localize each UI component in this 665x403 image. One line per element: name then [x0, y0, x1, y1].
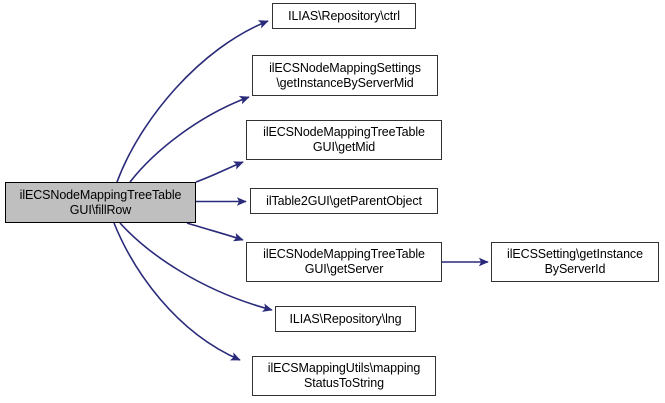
node-iltable2gui-getparentobject[interactable]: ilTable2GUI\getParentObject	[250, 188, 438, 214]
node-label: ilECSNodeMappingTreeTable GUI\fillRow	[19, 187, 182, 217]
edge-fillrow-to-lng	[119, 222, 273, 312]
node-ilecsnodemappingtreetablegui-getserver[interactable]: ilECSNodeMappingTreeTable GUI\getServer	[246, 242, 442, 282]
edge-fillrow-to-getmid	[195, 161, 244, 183]
node-label: ilECSSetting\getInstance ByServerId	[507, 247, 643, 276]
node-ilias-repository-lng[interactable]: ILIAS\Repository\lng	[275, 306, 416, 332]
edge-fillrow-to-ctrl	[116, 20, 269, 183]
node-label: ilECSNodeMappingTreeTable GUI\getMid	[263, 125, 425, 154]
node-label: ilTable2GUI\getParentObject	[266, 193, 422, 208]
node-label: ilECSMappingUtils\mapping StatusToString	[267, 361, 421, 390]
node-ilecssetting-getinstancebyserverid[interactable]: ilECSSetting\getInstance ByServerId	[491, 242, 659, 282]
node-current-fillrow[interactable]: ilECSNodeMappingTreeTable GUI\fillRow	[5, 182, 196, 223]
node-label: ilECSNodeMappingTreeTable GUI\getServer	[263, 247, 425, 276]
edge-fillrow-to-getinstancebyservermid	[129, 96, 250, 183]
node-label: ilECSNodeMappingSettings \getInstanceByS…	[269, 60, 421, 90]
edge-fillrow-to-mappingstatustostring	[113, 222, 241, 361]
node-ilecsnodemappingsettings-getinstancebyservermid[interactable]: ilECSNodeMappingSettings \getInstanceByS…	[252, 55, 438, 96]
node-ilecsnodemappingtreetablegui-getmid[interactable]: ilECSNodeMappingTreeTable GUI\getMid	[246, 120, 442, 160]
edge-fillrow-to-getserver	[186, 222, 244, 242]
node-ilias-repository-ctrl[interactable]: ILIAS\Repository\ctrl	[272, 3, 416, 29]
node-label: ILIAS\Repository\ctrl	[288, 8, 400, 23]
node-label: ILIAS\Repository\lng	[289, 311, 402, 326]
node-ilecsmappingutils-mappingstatustostring[interactable]: ilECSMappingUtils\mapping StatusToString	[252, 356, 436, 396]
